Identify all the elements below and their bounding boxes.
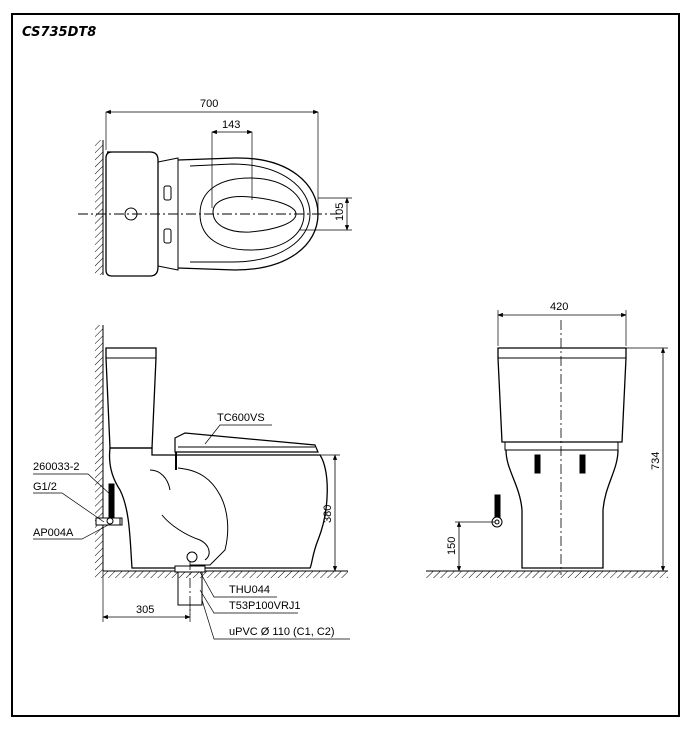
side-seat xyxy=(174,432,319,453)
top-wall-hatch xyxy=(95,140,103,275)
angle-valve xyxy=(108,483,115,519)
side-bowl xyxy=(108,447,328,569)
dim-overall-height: 734 xyxy=(650,452,662,470)
dim-supply-height: 150 xyxy=(446,537,458,555)
label-supply-hose: AP004A xyxy=(33,527,74,539)
model-title: CS735DT8 xyxy=(22,25,97,40)
dim-overall-width: 420 xyxy=(550,301,568,313)
label-pipe: T53P100VRJ1 xyxy=(229,600,301,612)
side-view xyxy=(33,325,350,640)
dim-bowl-height: 380 xyxy=(322,505,334,523)
label-angle-valve: 260033-2 xyxy=(33,461,80,473)
dim-seat-offset: 143 xyxy=(222,119,240,131)
drawing-frame xyxy=(11,13,680,717)
side-wall-hatch xyxy=(95,325,103,571)
label-drain-pipe: uPVC Ø 110 (C1, C2) xyxy=(229,626,335,638)
label-thread: G1/2 xyxy=(33,481,57,493)
front-floor-hatch xyxy=(426,571,668,578)
dim-overall-length: 700 xyxy=(200,98,218,110)
label-flange: THU044 xyxy=(229,584,270,596)
top-view xyxy=(78,109,352,277)
dim-rough-in: 305 xyxy=(136,604,154,616)
front-tank xyxy=(497,347,627,443)
front-view xyxy=(426,310,668,578)
side-tank xyxy=(105,347,157,449)
top-tank xyxy=(105,151,159,277)
front-angle-valve xyxy=(494,494,501,520)
front-pedestal xyxy=(505,449,619,569)
front-seat xyxy=(504,441,619,451)
side-floor-hatch xyxy=(95,571,348,578)
dim-outlet-offset: 105 xyxy=(334,203,346,221)
label-seat: TC600VS xyxy=(217,412,265,424)
